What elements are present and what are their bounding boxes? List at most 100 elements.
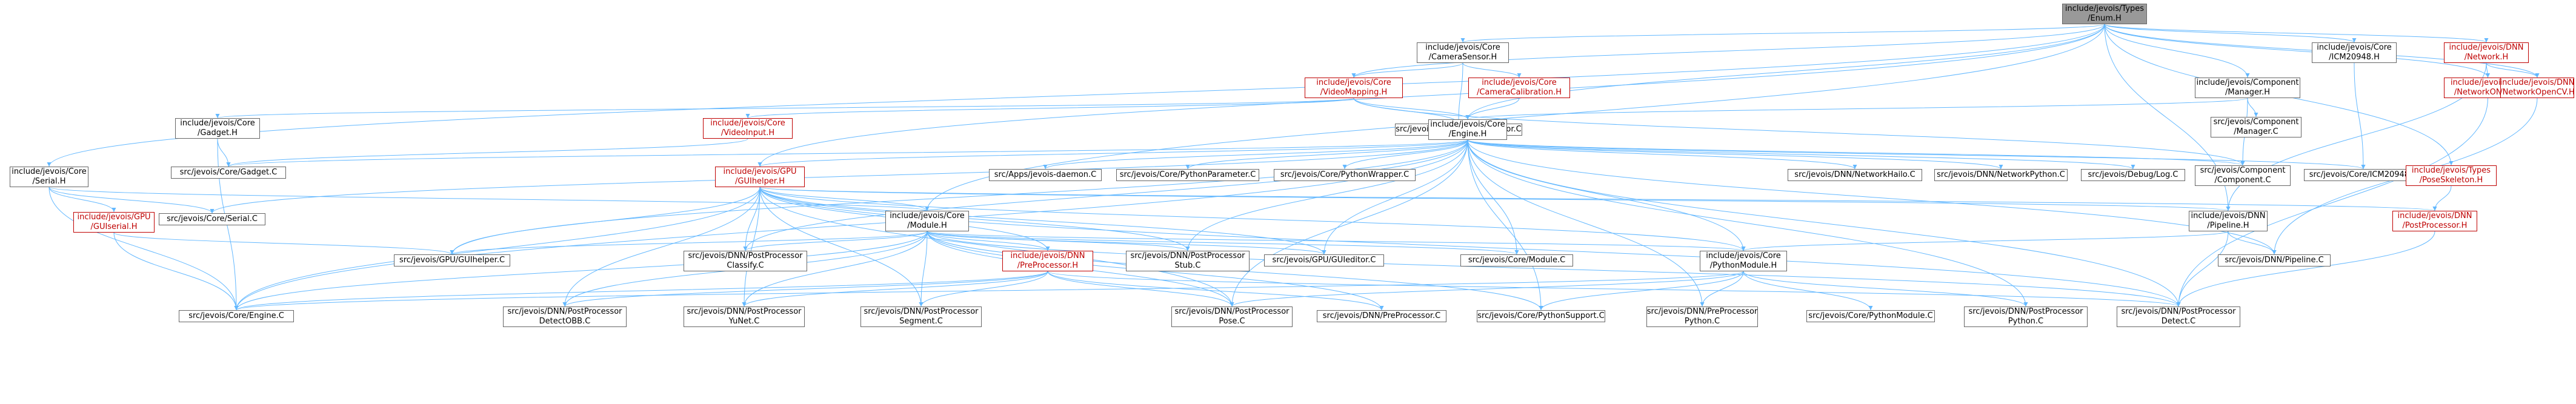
edge-engineh-ppstub xyxy=(1185,139,1468,251)
node-ppdetect[interactable]: src/jevois/DNN/PostProcessor Detect.C xyxy=(2117,306,2240,327)
edge-moduleh-preprocessorh xyxy=(927,231,1050,251)
edge-engineh-jevoisdaemon xyxy=(1043,139,1468,170)
edge-engineh-nethailo xyxy=(1467,139,1857,170)
edge-component-engineh xyxy=(1466,98,2248,120)
node-debuglog[interactable]: src/jevois/Debug/Log.C xyxy=(2081,169,2185,181)
edge-guihelper-ppyunet xyxy=(742,187,760,307)
edge-engineh-icmc xyxy=(1467,139,2366,170)
edge-moduleh-modulec xyxy=(927,231,1519,255)
edge-preprocessorh-preprocc xyxy=(1047,271,1384,311)
edge-poseskel-postprocessorh xyxy=(2432,185,2452,211)
node-ppclassify[interactable]: src/jevois/DNN/PostProcessor Classify.C xyxy=(684,251,807,271)
edge-enum-moduleh xyxy=(925,24,2105,211)
node-preprocessorh[interactable]: include/jevois/DNN /PreProcessor.H xyxy=(1002,251,1093,271)
edge-enum-network xyxy=(2104,24,2489,43)
node-enginec[interactable]: src/jevois/Core/Engine.C xyxy=(179,310,294,322)
edge-pymoduleh-pymodulec xyxy=(1743,271,1873,311)
edge-guihelper-pppose xyxy=(759,187,1234,307)
node-icmh[interactable]: include/jevois/Core /ICM20948.H xyxy=(2312,42,2397,63)
node-camcal[interactable]: include/jevois/Core /CameraCalibration.H xyxy=(1468,78,1570,98)
edge-moduleh-guihelperc xyxy=(450,231,928,255)
node-guisignal[interactable]: include/jevois/GPU /GUIserial.H xyxy=(73,212,155,233)
edge-guihelper-ppstub xyxy=(759,187,1190,251)
node-serialh[interactable]: include/jevois/Core /Serial.H xyxy=(10,167,88,187)
node-pppose[interactable]: src/jevois/DNN/PostProcessor Pose.C xyxy=(1171,306,1293,327)
edge-guihelper-pipelineh xyxy=(759,187,2230,211)
node-netopencv[interactable]: include/jevois/DNN /NetworkOpenCV.H xyxy=(2500,78,2575,98)
edge-icmh-icmc xyxy=(2354,62,2366,170)
edge-enum-videomapping xyxy=(1351,24,2105,78)
node-ppstub[interactable]: src/jevois/DNN/PostProcessor Stub.C xyxy=(1126,251,1250,271)
node-enum[interactable]: include/jevois/Types /Enum.H xyxy=(2062,4,2147,24)
node-videomapping[interactable]: include/jevois/Core /VideoMapping.H xyxy=(1305,78,1403,98)
node-icmc[interactable]: src/jevois/Core/ICM20948.C xyxy=(2304,169,2423,181)
node-ppdetectobb[interactable]: src/jevois/DNN/PostProcessor DetectOBB.C xyxy=(503,306,627,327)
edge-engineh-pysupport xyxy=(1467,139,1543,311)
node-managerc[interactable]: src/jevois/Component /Manager.C xyxy=(2211,117,2301,137)
node-pipelineh[interactable]: include/jevois/DNN /Pipeline.H xyxy=(2189,211,2268,231)
node-camsensorh[interactable]: include/jevois/Core /CameraSensor.H xyxy=(1417,42,1509,63)
edge-guihelper-ppdetectobb xyxy=(562,187,760,307)
edge-preprocessorh-ppdetect xyxy=(1047,271,2181,307)
edge-engineh-componentc xyxy=(1467,139,2245,166)
edge-guihelper-postprocessorh xyxy=(759,187,2437,211)
edge-engineh-serialc xyxy=(210,139,1468,214)
node-nethailo[interactable]: src/jevois/DNN/NetworkHailo.C xyxy=(1788,169,1922,181)
node-guieditor[interactable]: src/jevois/GPU/GUIeditor.C xyxy=(1264,254,1384,267)
edge-guihelper-ppsegment xyxy=(759,187,924,307)
node-guihelperc[interactable]: src/jevois/GPU/GUIhelper.C xyxy=(394,254,510,267)
edge-engineh-netpython xyxy=(1467,139,2003,170)
node-preprocc[interactable]: src/jevois/DNN/PreProcessor.C xyxy=(1317,310,1446,322)
edge-engineh-guieditor xyxy=(1322,139,1468,255)
edge-engineh-pywrapper xyxy=(1342,139,1468,170)
edge-netonnx-ppdetect xyxy=(2176,98,2488,307)
node-network[interactable]: include/jevois/DNN /Network.H xyxy=(2444,42,2529,63)
edge-engineh-enginec xyxy=(234,139,1468,311)
node-netpython[interactable]: src/jevois/DNN/NetworkPython.C xyxy=(1934,169,2068,181)
node-gadgetc[interactable]: src/jevois/Core/Gadget.C xyxy=(171,167,286,179)
node-component[interactable]: include/jevois/Component /Manager.H xyxy=(2195,78,2300,98)
edge-serialh-serialc xyxy=(48,187,215,214)
edge-moduleh-ppclassify xyxy=(743,231,928,251)
edge-guihelper-pymoduleh xyxy=(759,187,1746,251)
node-gadgeth[interactable]: include/jevois/Core /Gadget.H xyxy=(175,118,260,139)
edge-moduleh-pymoduleh xyxy=(927,231,1745,251)
edge-enum-component xyxy=(2104,24,2250,78)
node-jevoisdaemon[interactable]: src/Apps/jevois-daemon.C xyxy=(989,169,1102,181)
edge-videoinput-gadgetc xyxy=(226,138,748,167)
edge-engineh-pipelinec xyxy=(1467,139,2277,255)
edge-preprocessorh-pppose xyxy=(1047,271,1234,307)
node-modulec[interactable]: src/jevois/Core/Module.C xyxy=(1460,254,1573,267)
node-prepython[interactable]: src/jevois/DNN/PreProcessor Python.C xyxy=(1646,306,1758,327)
node-engineh[interactable]: include/jevois/Core /Engine.H xyxy=(1428,119,1507,140)
node-pppython[interactable]: src/jevois/DNN/PostProcessor Python.C xyxy=(1964,306,2088,327)
edge-serialh-guisignal xyxy=(48,187,116,213)
node-poseskel[interactable]: include/jevois/Types /PoseSkeleton.H xyxy=(2406,165,2497,186)
node-pyparam[interactable]: src/jevois/Core/PythonParameter.C xyxy=(1116,169,1259,181)
edge-engineh-pymoduleh xyxy=(1467,139,1746,251)
node-pywrapper[interactable]: src/jevois/Core/PythonWrapper.C xyxy=(1274,169,1416,181)
node-serialc[interactable]: src/jevois/Core/Serial.C xyxy=(159,213,265,225)
edge-moduleh-ppsegment xyxy=(919,231,928,307)
node-pysupport[interactable]: src/jevois/Core/PythonSupport.C xyxy=(1477,310,1605,322)
edge-preprocessorh-ppyunet xyxy=(742,271,1048,307)
edge-engineh-pppose xyxy=(1230,139,1468,307)
node-guihelper[interactable]: include/jevois/GPU /GUIhelper.H xyxy=(715,167,805,187)
edge-videomapping-engineh xyxy=(1353,98,1470,120)
node-videoinput[interactable]: include/jevois/Core /VideoInput.H xyxy=(703,118,793,139)
edge-component-managerc xyxy=(2247,98,2258,118)
edge-guihelper-ppdetect xyxy=(759,187,2181,307)
node-pymoduleh[interactable]: include/jevois/Core /PythonModule.H xyxy=(1700,251,1787,271)
edge-pymoduleh-pppython xyxy=(1743,271,2028,307)
edge-gadgeth-gadgetc xyxy=(217,138,231,167)
edge-guisignal-enginec xyxy=(113,232,239,311)
node-pymodulec[interactable]: src/jevois/Core/PythonModule.C xyxy=(1806,310,1935,322)
node-ppyunet[interactable]: src/jevois/DNN/PostProcessor YuNet.C xyxy=(684,306,805,327)
node-pipelinec[interactable]: src/jevois/DNN/Pipeline.C xyxy=(2218,254,2331,267)
node-moduleh[interactable]: include/jevois/Core /Module.H xyxy=(885,211,969,231)
node-componentc[interactable]: src/jevois/Component /Component.C xyxy=(2195,165,2291,186)
edge-pipelineh-pymoduleh xyxy=(1741,231,2229,251)
node-postprocessorh[interactable]: include/jevois/DNN /PostProcessor.H xyxy=(2392,211,2477,231)
node-ppsegment[interactable]: src/jevois/DNN/PostProcessor Segment.C xyxy=(860,306,982,327)
